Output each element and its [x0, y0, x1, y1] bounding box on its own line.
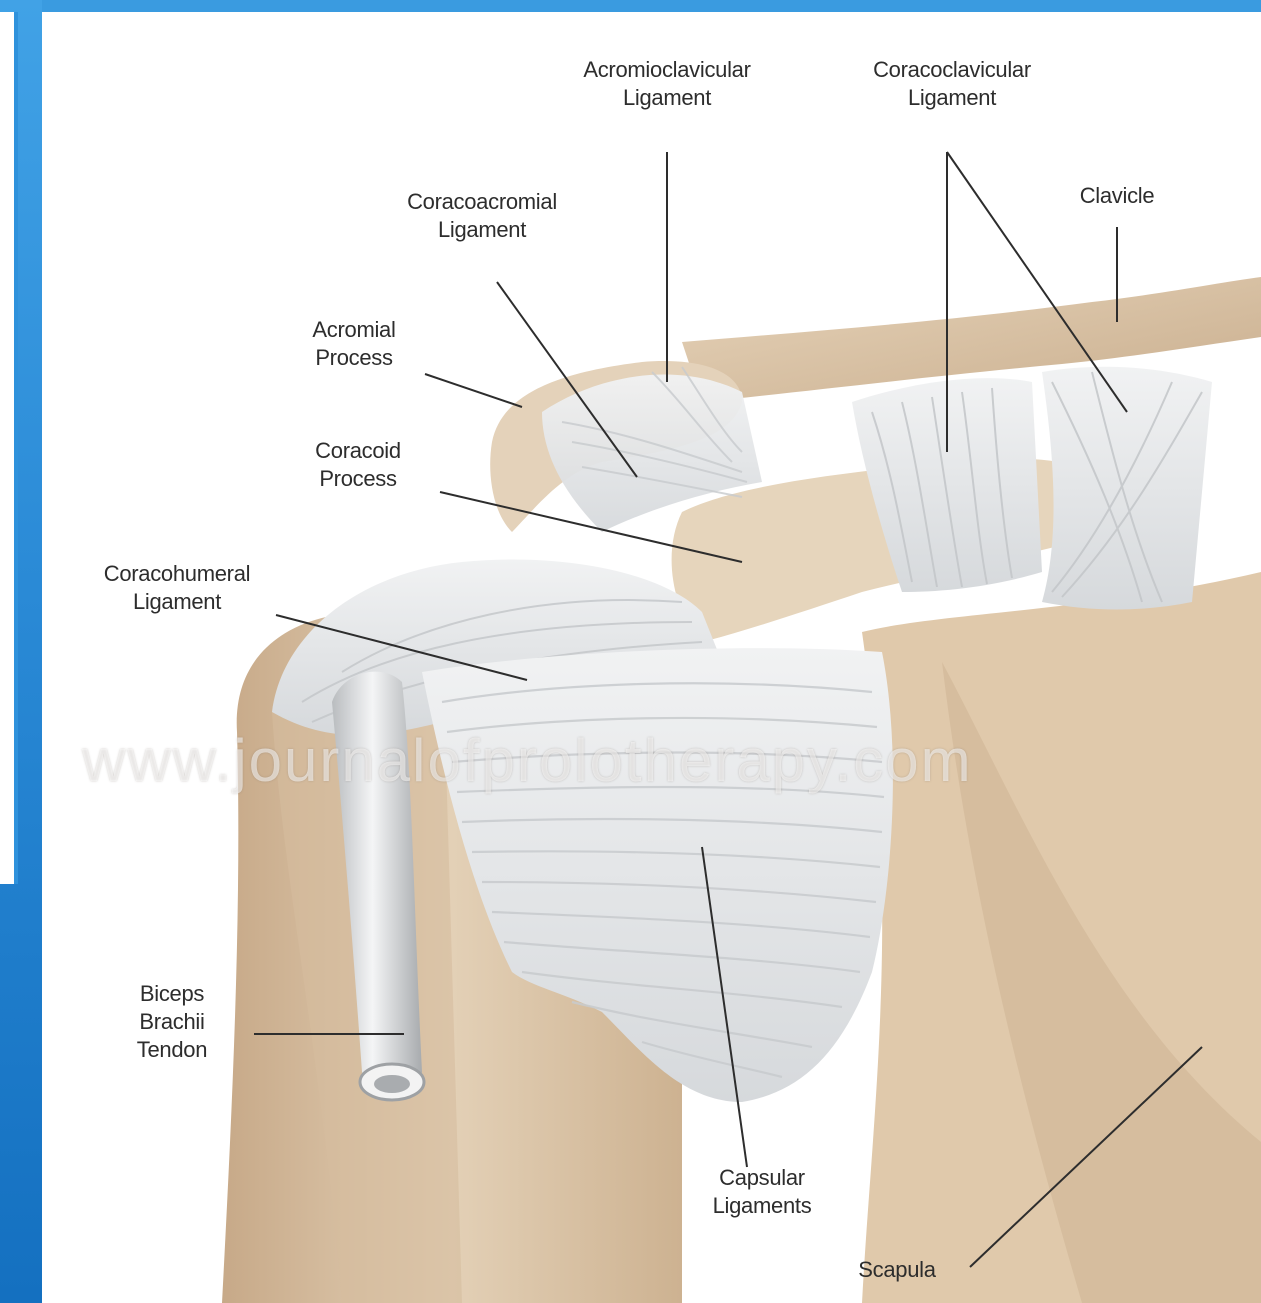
- frame-left-inset-edge: [14, 12, 18, 884]
- shoulder-ligaments-figure: www.journalofprolotherapy.com Acromiocla…: [42, 12, 1261, 1303]
- label-scapula: Scapula: [837, 1256, 957, 1284]
- frame-left-inset: [0, 12, 14, 884]
- frame-top-bar: [0, 0, 1261, 12]
- watermark-text: www.journalofprolotherapy.com: [82, 726, 1261, 795]
- label-clavicle: Clavicle: [1052, 182, 1182, 210]
